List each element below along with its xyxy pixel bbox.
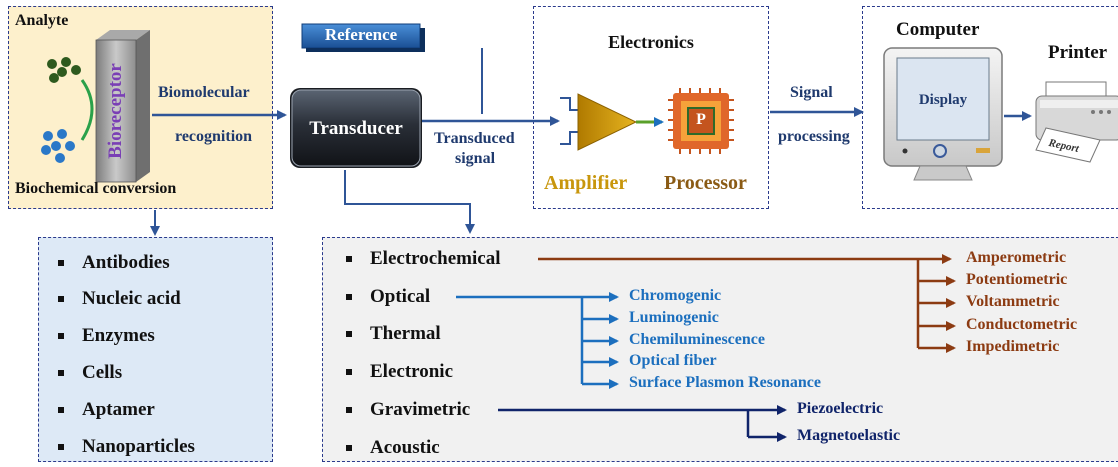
analyte-label: Analyte bbox=[15, 12, 69, 29]
printer-title: Printer bbox=[1048, 42, 1108, 63]
electronics-panel bbox=[533, 6, 769, 209]
list-item: Cells bbox=[56, 354, 195, 391]
list-item: Gravimetric bbox=[344, 391, 501, 429]
analyte-green-dots bbox=[47, 57, 81, 83]
transduced-line2: signal bbox=[455, 150, 496, 167]
transducer-label: Transducer bbox=[309, 118, 403, 139]
reference-label: Reference bbox=[324, 25, 398, 44]
list-item: Thermal bbox=[344, 315, 501, 353]
signal-line1: Signal bbox=[790, 84, 833, 101]
amplifier-label: Amplifier bbox=[544, 172, 628, 194]
electrochemical-subtype: Amperometric bbox=[966, 249, 1067, 266]
transducer-types-list: Electrochemical Optical Thermal Electron… bbox=[344, 240, 501, 467]
computer-title: Computer bbox=[896, 19, 980, 40]
processor-chip-icon bbox=[668, 88, 734, 154]
gravimetric-subtype: Magnetoelastic bbox=[797, 427, 901, 444]
amplifier-triangle bbox=[560, 93, 664, 151]
printer-icon bbox=[1035, 81, 1118, 163]
list-item: Nanoparticles bbox=[56, 428, 195, 465]
optical-subtype: Chemiluminescence bbox=[629, 331, 765, 348]
list-item: Antibodies bbox=[56, 244, 195, 281]
list-item: Electrochemical bbox=[344, 240, 501, 278]
electrochemical-subtype: Voltammetric bbox=[966, 293, 1060, 310]
optical-subtype: Luminogenic bbox=[629, 309, 719, 326]
list-item: Aptamer bbox=[56, 391, 195, 428]
analyte-blue-dots bbox=[41, 129, 75, 163]
bioreceptor-label-wrap: Bioreceptor bbox=[96, 40, 136, 182]
list-item: Enzymes bbox=[56, 317, 195, 354]
bioreceptor-types-list: Antibodies Nucleic acid Enzymes Cells Ap… bbox=[56, 244, 195, 465]
electrochemical-tree bbox=[538, 254, 956, 353]
transduced-line1: Transduced bbox=[434, 130, 515, 147]
display-label: Display bbox=[918, 92, 968, 108]
transducer-block bbox=[290, 88, 422, 168]
gravimetric-subtype: Piezoelectric bbox=[797, 400, 884, 417]
recognition-line2: recognition bbox=[175, 128, 253, 145]
computer-monitor-icon bbox=[883, 47, 1003, 181]
processor-label: Processor bbox=[664, 172, 747, 194]
bioreceptor-block bbox=[95, 30, 150, 183]
optical-subtype: Chromogenic bbox=[629, 287, 722, 304]
list-item: Acoustic bbox=[344, 429, 501, 467]
signal-line2: processing bbox=[778, 128, 850, 145]
arrow-to-transducer-types bbox=[344, 170, 475, 234]
bioreceptor-label: Bioreceptor bbox=[105, 63, 127, 159]
reference-box bbox=[301, 23, 425, 52]
list-item: Nucleic acid bbox=[56, 281, 195, 317]
recognition-arc bbox=[80, 79, 94, 141]
chip-letter: P bbox=[696, 111, 706, 128]
recognition-line1: Biomolecular bbox=[158, 84, 250, 101]
optical-subtype: Surface Plasmon Resonance bbox=[629, 374, 821, 391]
optical-tree bbox=[456, 292, 619, 389]
gravimetric-tree bbox=[498, 405, 787, 442]
transducer-types-panel bbox=[322, 237, 1118, 462]
list-item: Electronic bbox=[344, 353, 501, 391]
optical-subtype: Optical fiber bbox=[629, 352, 717, 369]
electrochemical-subtype: Impedimetric bbox=[966, 338, 1060, 355]
electrochemical-subtype: Conductometric bbox=[966, 316, 1078, 333]
electronics-title: Electronics bbox=[608, 32, 694, 52]
bioreceptor-types-panel bbox=[38, 237, 273, 462]
biochemical-conversion-label: Biochemical conversion bbox=[15, 180, 177, 197]
electrochemical-subtype: Potentiometric bbox=[966, 271, 1068, 288]
list-item: Optical bbox=[344, 278, 501, 315]
